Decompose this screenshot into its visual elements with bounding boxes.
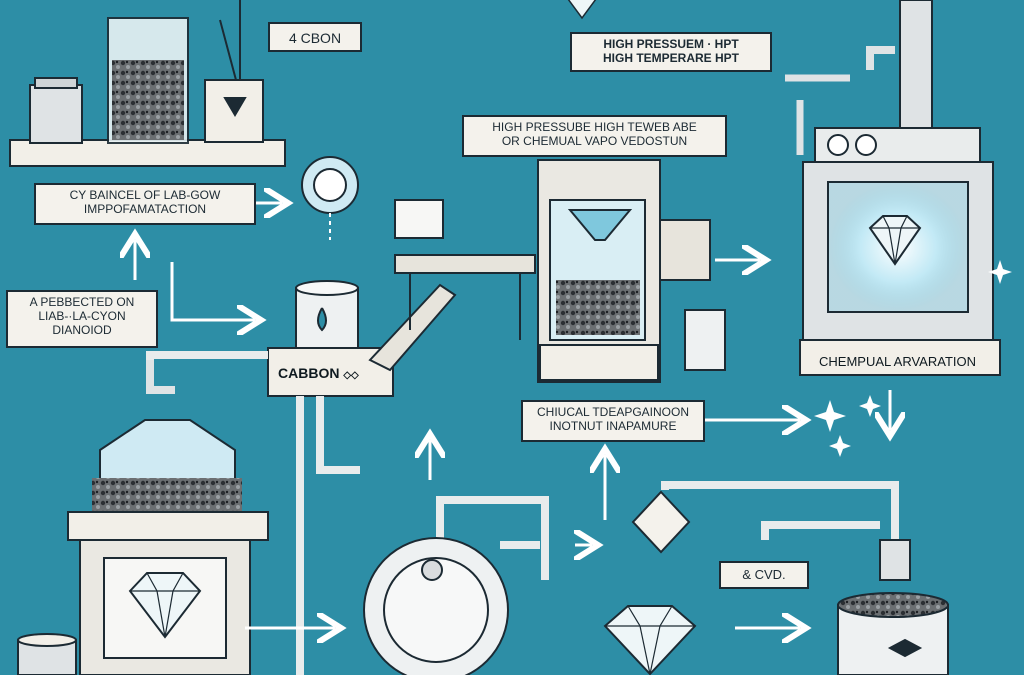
- label-hpht-line-2: HIGH TEMPERARE HPT: [578, 52, 764, 66]
- label-chemical-activation: CHEMPUAL ARVARATION: [790, 352, 1005, 374]
- gauge-icon: [828, 135, 848, 155]
- diamond-icon: [605, 606, 695, 674]
- label-chemical-temperature: CHIUCAL TDEAPGAINOON INOTNUT INAPAMURE: [521, 400, 705, 442]
- label-center-process: HIGH PRESSUBE HIGH TEWEB ABE OR CHEMUAL …: [462, 115, 727, 157]
- label-hpht-line-1: HIGH PRESSUEM · HPT: [578, 38, 764, 52]
- label-cvd: & CVD.: [719, 561, 809, 589]
- label-perfected-diamond: A PEBBECTED ON LIAB-·LA-CYON DIANOIOD: [6, 290, 158, 348]
- label-carbon-text: CABBON: [278, 365, 339, 381]
- label-carbon-top: 4 CBON: [268, 22, 362, 52]
- pressure-vessel: [364, 538, 508, 675]
- press-machine: [538, 160, 725, 382]
- diamond-icon: [568, 0, 596, 18]
- label-center-line-2: OR CHEMUAL VAPO VEDOSTUN: [470, 135, 719, 149]
- label-lab-grown: CY BAINCEL OF LAB-GOW IMPPOFAMATACTION: [34, 183, 256, 225]
- lab-bench-top-left: [10, 0, 285, 166]
- label-center-line-1: HIGH PRESSUBE HIGH TEWEB ABE: [470, 121, 719, 135]
- growth-pot: [838, 540, 948, 675]
- label-lab-grown-line-2: IMPPOFAMATACTION: [42, 203, 248, 217]
- label-perfected-line-3: DIANOIOD: [12, 324, 152, 338]
- conveyor: [370, 200, 535, 370]
- arrow-icon: [172, 262, 255, 320]
- small-canister: [18, 634, 76, 675]
- label-carbon-mark: ◇◇: [343, 370, 358, 381]
- label-perfected-line-1: A PEBBECTED ON: [12, 296, 152, 310]
- hpht-machine: [785, 0, 1000, 375]
- sensor-device: [302, 157, 358, 240]
- label-carbon: CABBON ◇◇: [274, 365, 389, 389]
- label-hpht: HIGH PRESSUEM · HPT HIGH TEMPERARE HPT: [570, 32, 772, 72]
- label-lab-grown-line-1: CY BAINCEL OF LAB-GOW: [42, 189, 248, 203]
- diamond-icon: [633, 492, 689, 552]
- label-perfected-line-2: LIAB-·LA-CYON: [12, 310, 152, 324]
- label-chemical-line-2: INOTNUT INAPAMURE: [529, 420, 697, 434]
- label-chemical-line-1: CHIUCAL TDEAPGAINOON: [529, 406, 697, 420]
